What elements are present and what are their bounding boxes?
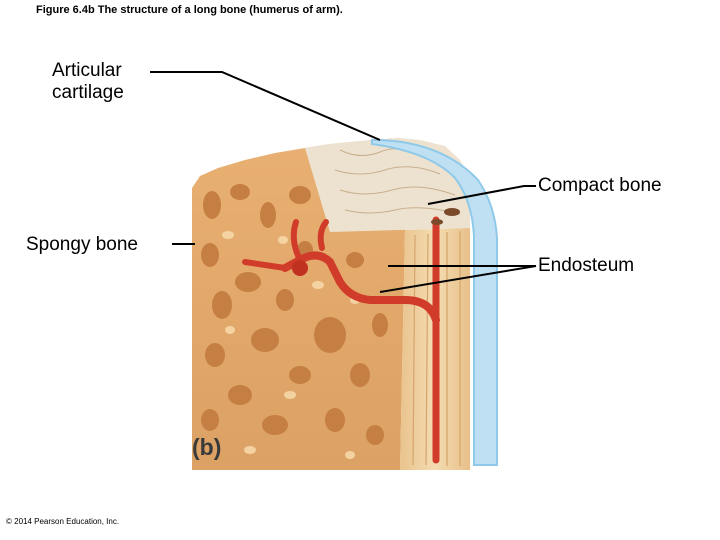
copyright-notice: © 2014 Pearson Education, Inc. — [6, 517, 120, 526]
label-endosteum: Endosteum — [538, 255, 635, 276]
label-articular-cartilage: Articular cartilage — [52, 60, 124, 103]
leader-endosteum-2 — [379, 265, 537, 293]
figure-title: Figure 6.4b The structure of a long bone… — [36, 4, 343, 16]
leader-articular-cartilage — [150, 71, 381, 141]
blood-vessels — [242, 216, 440, 464]
label-compact-bone: Compact bone — [538, 175, 662, 196]
leader-compact-bone — [427, 185, 536, 205]
articular-cartilage — [371, 138, 498, 466]
bone-top-surface — [305, 138, 470, 232]
panel-letter: (b) — [192, 434, 222, 460]
label-spongy-bone: Spongy bone — [26, 234, 138, 255]
